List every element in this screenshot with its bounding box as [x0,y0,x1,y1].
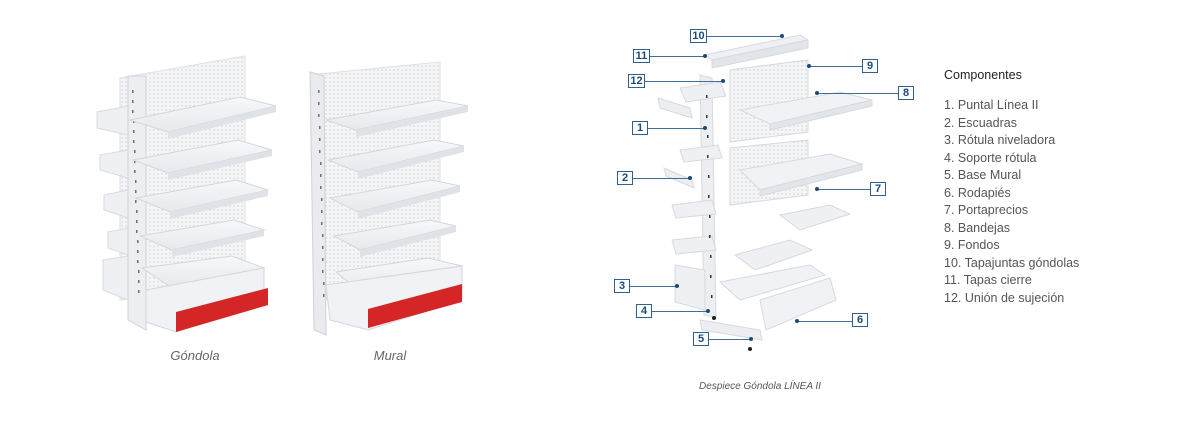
leader-line [809,66,862,67]
callout-2: 2 [617,171,633,185]
gondola-red-base [176,288,268,332]
leader-line [633,178,689,179]
callout-dot [807,64,811,68]
component-item: 8. Bandejas [944,220,1011,235]
callout-12: 12 [628,74,645,88]
components-list: 1. Puntal Línea II 2. Escuadras 3. Rótul… [944,97,1144,307]
callout-9: 9 [862,59,878,73]
component-item: 4. Soporte rótula [944,150,1037,165]
callout-dot [749,337,753,341]
callout-dot [703,54,707,58]
callout-3: 3 [614,279,630,293]
callout-6: 6 [852,313,868,327]
component-item: 12. Unión de sujeción [944,290,1065,305]
callout-dot [780,34,784,38]
callout-5: 5 [693,332,709,346]
callout-dot [703,126,707,130]
leader-line [630,286,676,287]
component-item: 9. Fondos [944,238,1000,252]
components-title: Componentes [944,68,1022,82]
callout-dot [721,79,725,83]
leader-line [645,81,722,82]
leader-line [817,93,898,94]
exploded-view-caption: Despiece Góndola LÍNEA II [699,381,821,392]
callout-8: 8 [898,86,914,100]
callout-dot [815,187,819,191]
leader-line [650,56,704,57]
callout-10: 10 [690,29,707,43]
callout-7: 7 [870,182,886,196]
callout-dot [815,91,819,95]
component-item: 11. Tapas cierre [944,273,1032,287]
leader-line [707,36,781,37]
callout-dot [706,309,710,313]
gondola-caption: Góndola [170,348,220,363]
component-item: 7. Portaprecios [944,203,1029,217]
callout-11: 11 [633,49,650,63]
component-item: 1. Puntal Línea II [944,98,1039,112]
component-item: 5. Base Mural [944,168,1022,182]
component-item: 6. Rodapiés [944,185,1011,200]
mural-image [309,61,469,336]
component-item: 3. Rótula niveladora [944,133,1056,147]
leader-line [797,321,852,322]
callout-4: 4 [636,304,652,318]
callout-dot [675,284,679,288]
component-item: 10. Tapajuntas góndolas [944,255,1080,270]
leader-line [652,311,707,312]
callout-dot [795,319,799,323]
leader-line [709,339,750,340]
leader-line [648,128,704,129]
callout-dot [688,176,692,180]
components-panel: Componentes 1. Puntal Línea II 2. Escuad… [944,68,1144,307]
gondola-image [96,55,277,333]
mural-caption: Mural [373,348,407,363]
exploded-view-image [657,34,873,351]
mural-red-base [368,284,462,328]
callout-1: 1 [632,121,648,135]
leader-line [817,189,870,190]
component-item: 2. Escuadras [944,115,1017,130]
